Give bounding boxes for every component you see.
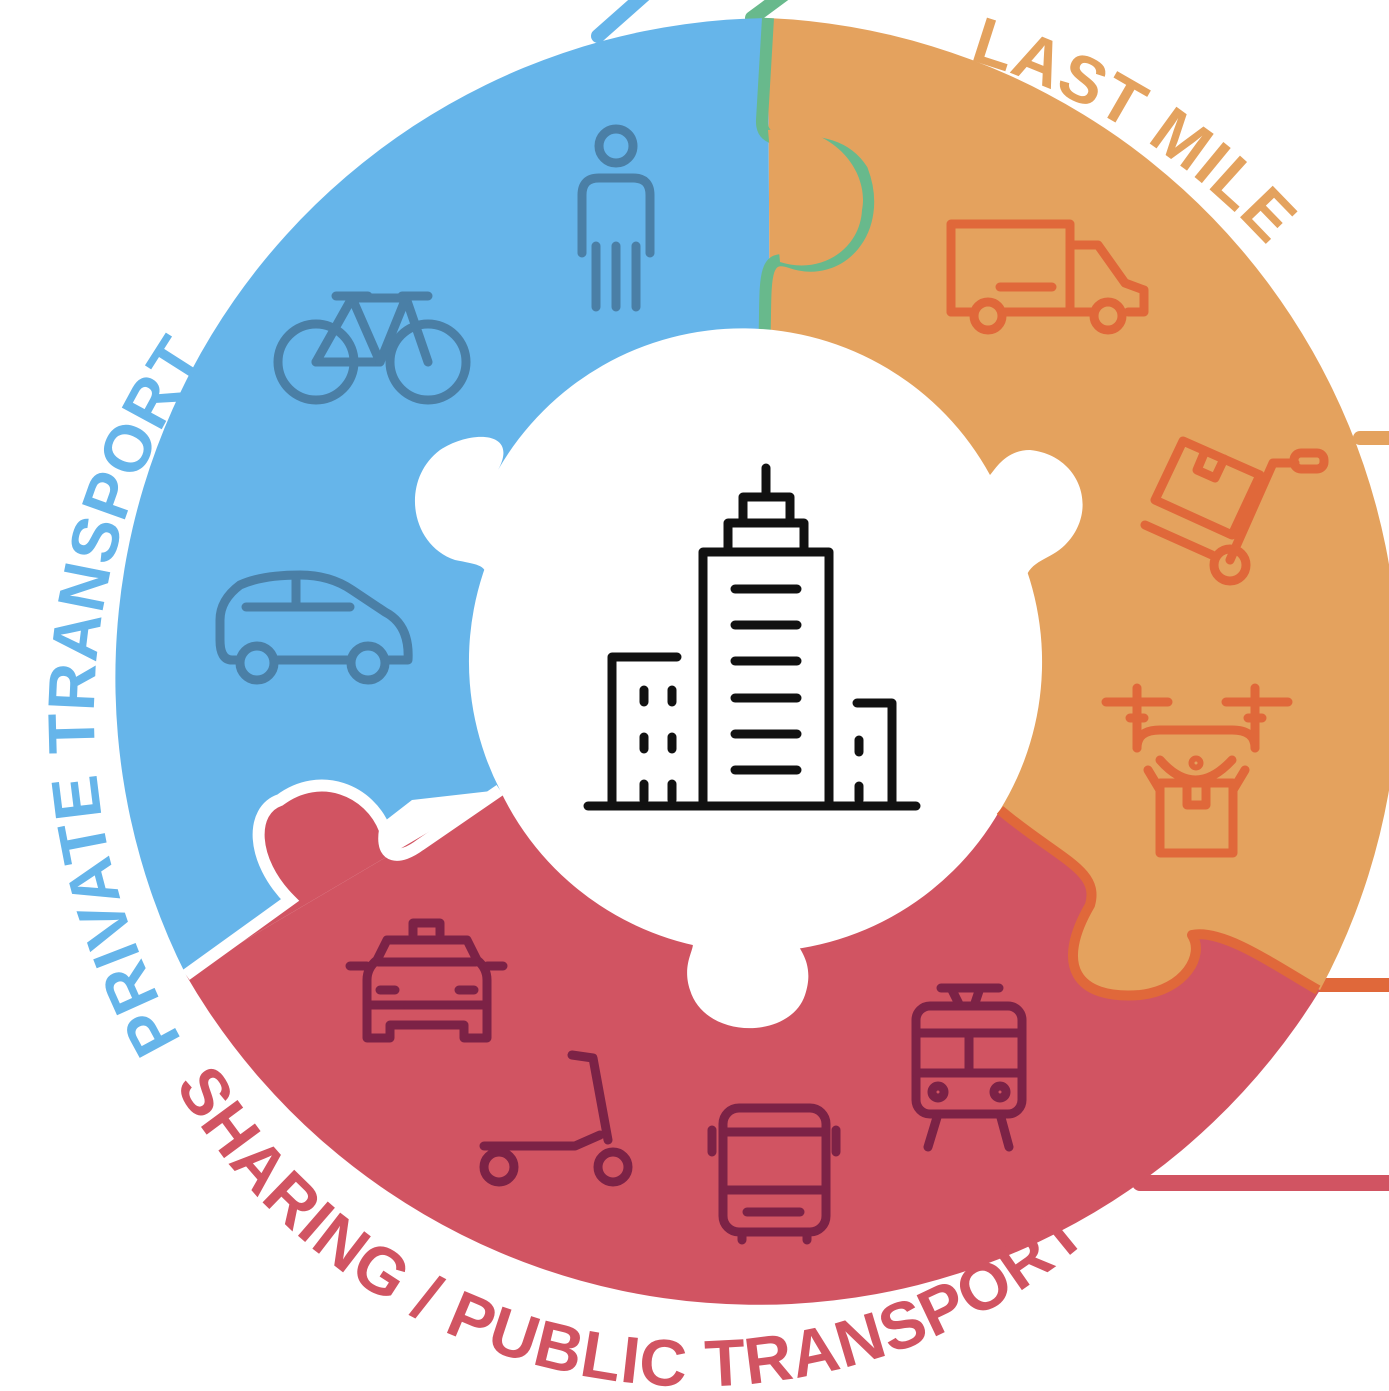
center-hub bbox=[414, 328, 1083, 1029]
sharing-public-transport-segment[interactable] bbox=[186, 790, 1320, 1305]
person-icon bbox=[577, 124, 655, 312]
kick-scooter-icon bbox=[479, 1050, 633, 1187]
private-icons bbox=[215, 124, 655, 685]
delivery-drone-icon bbox=[1101, 683, 1293, 858]
hand-truck-package-icon bbox=[1140, 436, 1329, 586]
car-icon bbox=[215, 570, 413, 685]
bus-icon bbox=[707, 1103, 841, 1245]
sharing-puzzle-tab bbox=[182, 779, 504, 980]
tram-icon bbox=[911, 983, 1027, 1152]
sharing-icons bbox=[345, 918, 1027, 1245]
delivery-truck-icon bbox=[946, 219, 1149, 335]
last-mile-lower-tab bbox=[996, 780, 1330, 1001]
taxi-icon bbox=[345, 918, 508, 1043]
bicycle-icon bbox=[273, 291, 471, 405]
last-mile-knob bbox=[768, 128, 864, 266]
last-mile-icons bbox=[946, 219, 1329, 858]
city-buildings-icon bbox=[583, 463, 921, 811]
